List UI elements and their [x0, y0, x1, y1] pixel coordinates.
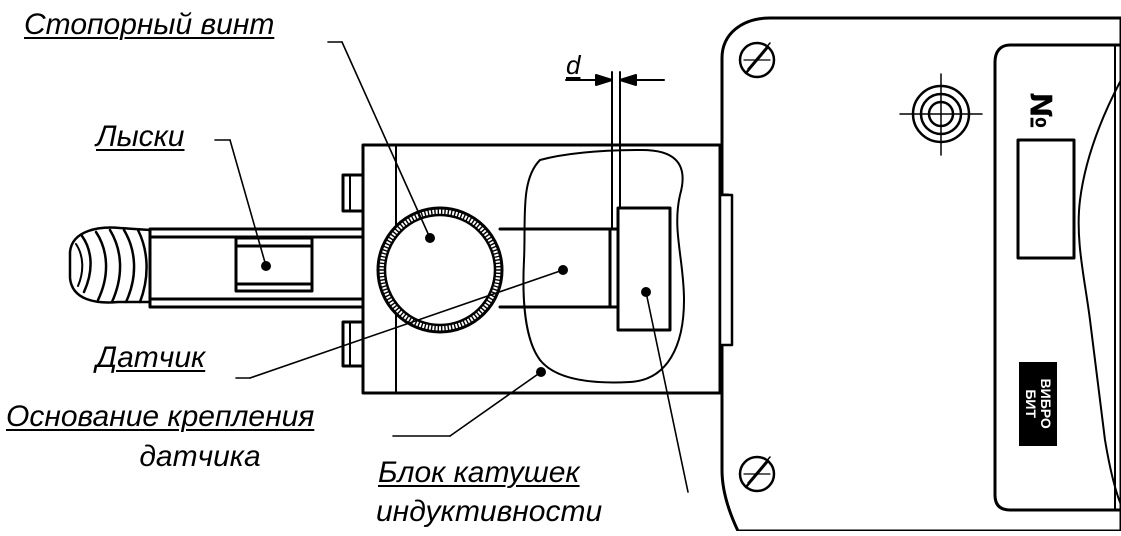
brand-line2: БИТ	[1023, 390, 1038, 419]
label-set-screw: Стопорный винт	[24, 10, 274, 40]
label-coil-block-line2: индуктивности	[376, 497, 602, 527]
label-flats: Лыски	[96, 122, 185, 152]
housing-screw-top	[740, 43, 774, 77]
label-mount-base-line1: Основание крепления	[6, 402, 314, 432]
housing-number-sign: №	[1018, 88, 1062, 132]
set-screw	[378, 208, 502, 332]
label-mount-base-line2: датчика	[70, 442, 330, 472]
label-gap-d: d	[566, 52, 580, 78]
sensor-body	[150, 229, 363, 307]
label-coil-block-line1: Блок катушек	[378, 458, 580, 488]
brand-line1: ВИБРО	[1038, 379, 1053, 429]
housing-screw-bottom	[740, 457, 774, 491]
brand-logo: ВИБРО БИТ	[1019, 362, 1057, 446]
label-sensor: Датчик	[96, 343, 205, 373]
cable	[70, 228, 150, 303]
